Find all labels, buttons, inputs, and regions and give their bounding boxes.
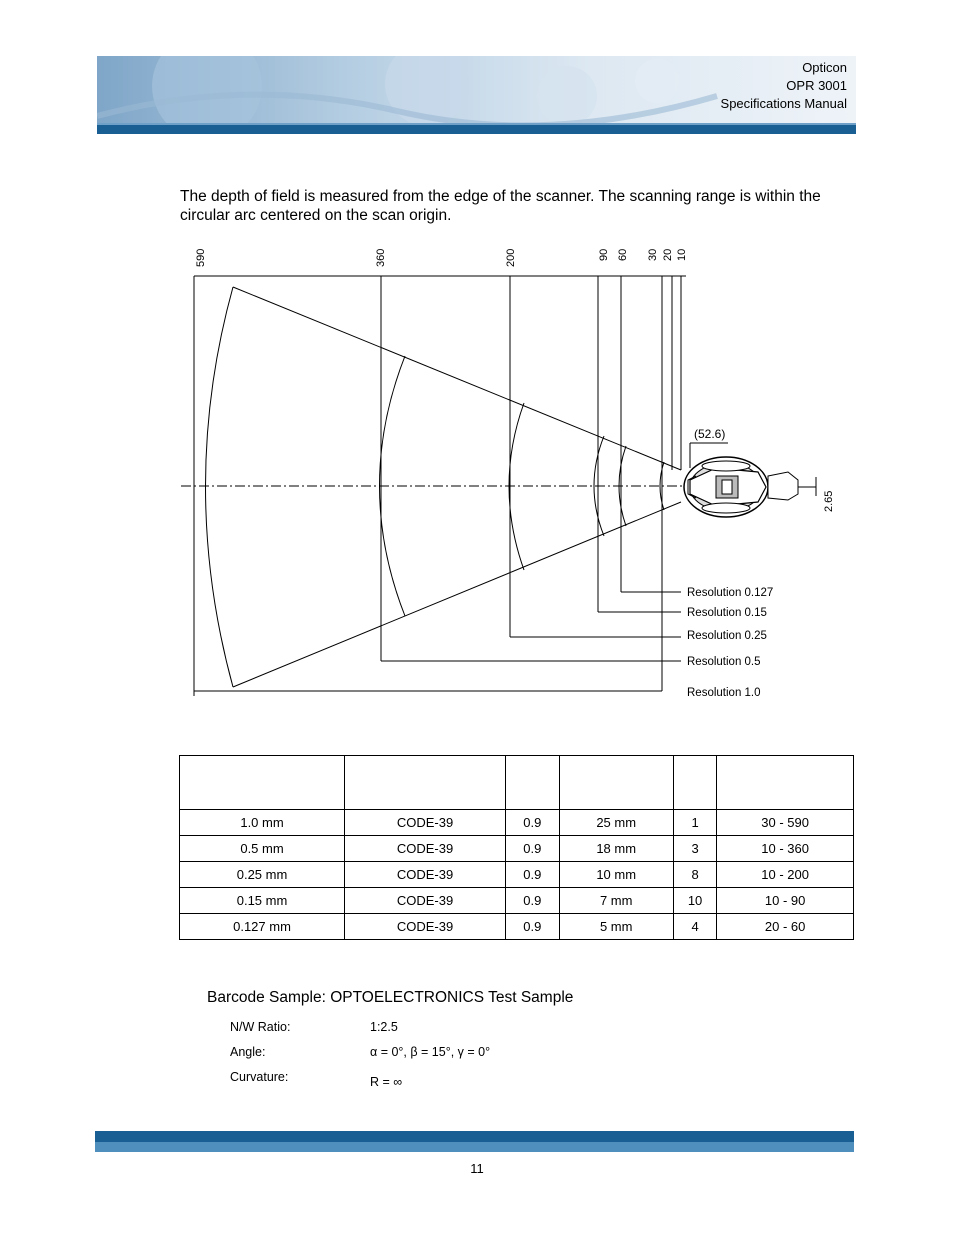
scanner-icon (683, 456, 817, 518)
nw-ratio-label: N/W Ratio: (230, 1020, 291, 1034)
table-row: 1.0 mm CODE-39 0.9 25 mm 1 30 - 590 (178, 809, 854, 836)
table-cell: 10 - 360 (716, 835, 854, 862)
table-cell: 3 (672, 835, 718, 862)
table-cell: 18 mm (558, 835, 674, 862)
table-cell: CODE-39 (344, 887, 507, 914)
table-cell: 1.0 mm (178, 809, 346, 836)
distance-label-10: 10 (676, 249, 688, 261)
table-cell: 25 mm (558, 809, 674, 836)
table-row: 0.15 mm CODE-39 0.9 7 mm 10 10 - 90 (178, 887, 854, 914)
table-cell: 0.25 mm (178, 861, 346, 888)
arc-360 (379, 355, 406, 617)
resolution-label-10: Resolution 1.0 (687, 687, 761, 699)
table-row: 0.127 mm CODE-39 0.9 5 mm 4 20 - 60 (178, 913, 854, 940)
angle-label: Angle: (230, 1045, 266, 1059)
scan-range-diagram: (52.6) 2.65 590 360 200 90 60 30 20 10 R… (181, 249, 835, 699)
banner-stripe (97, 125, 856, 134)
offset-label: 2.65 (823, 491, 835, 512)
table-cell: 0.9 (505, 835, 560, 862)
table-header-cell (178, 755, 346, 810)
distance-label-200: 200 (505, 249, 517, 267)
footer-stripe-light (95, 1142, 854, 1152)
curvature-label: Curvature: (230, 1070, 289, 1084)
table-cell: 8 (672, 861, 718, 888)
banner-decoration (97, 56, 718, 134)
resolution-table: 1.0 mm CODE-39 0.9 25 mm 1 30 - 590 0.5 … (178, 755, 854, 940)
table-header-cell (344, 755, 507, 810)
table-header-cell (505, 755, 560, 810)
barcode-sample-title: Barcode Sample: OPTOELECTRONICS Test Sam… (207, 989, 574, 1006)
arc-90 (593, 435, 605, 537)
table-cell: 0.127 mm (178, 913, 346, 940)
intro-paragraph: The depth of field is measured from the … (180, 188, 821, 224)
table-cell: 4 (672, 913, 718, 940)
header-product: OPR 3001 (786, 78, 847, 93)
distance-label-590: 590 (195, 249, 207, 267)
distance-label-30: 30 (647, 249, 659, 261)
table-cell: 10 - 200 (716, 861, 854, 888)
table-cell: 0.9 (505, 861, 560, 888)
distance-label-60: 60 (617, 249, 629, 261)
resolution-label-05: Resolution 0.5 (687, 656, 761, 668)
resolution-label-015: Resolution 0.15 (687, 607, 767, 619)
page-number: 11 (470, 1161, 484, 1176)
table-cell: CODE-39 (344, 913, 507, 940)
table-cell: 10 - 90 (716, 887, 854, 914)
table-cell: CODE-39 (344, 835, 507, 862)
curvature-value: R = ∞ (370, 1075, 403, 1089)
table-header-cell (558, 755, 674, 810)
banner-stripe-light (97, 123, 856, 125)
table-row: 0.5 mm CODE-39 0.9 18 mm 3 10 - 360 (178, 835, 854, 862)
table-cell: 10 (672, 887, 718, 914)
table-cell: 0.9 (505, 913, 560, 940)
table-cell: 0.15 mm (178, 887, 346, 914)
header-document: Specifications Manual (720, 96, 847, 111)
table-cell: 20 - 60 (716, 913, 854, 940)
resolution-label-0127: Resolution 0.127 (687, 587, 773, 599)
wedge-upper (232, 286, 682, 471)
footer-bar (95, 1131, 854, 1152)
wedge-lower (232, 501, 682, 688)
table-cell: CODE-39 (344, 809, 507, 836)
distance-label-90: 90 (598, 249, 610, 261)
angle-label: (52.6) (694, 427, 725, 441)
distance-label-20: 20 (662, 249, 674, 261)
header-text: Opticon OPR 3001 Specifications Manual (721, 59, 847, 113)
table-header-cell (716, 755, 854, 810)
arc-590 (205, 286, 234, 688)
table-cell: 1 (672, 809, 718, 836)
distance-label-360: 360 (375, 249, 387, 267)
table-cell: CODE-39 (344, 861, 507, 888)
table-cell: 0.9 (505, 887, 560, 914)
header-company: Opticon (802, 60, 847, 75)
table-header-cell (672, 755, 718, 810)
header-banner: Opticon OPR 3001 Specifications Manual (97, 56, 856, 134)
angle-value: α = 0°, β = 15°, γ = 0° (370, 1045, 491, 1059)
table-cell: 0.5 mm (178, 835, 346, 862)
nw-ratio-value: 1:2.5 (370, 1020, 398, 1034)
table-cell: 7 mm (558, 887, 674, 914)
arc-60 (618, 445, 627, 527)
footer-stripe-dark (95, 1131, 854, 1142)
table-header-row (178, 755, 854, 810)
resolution-label-025: Resolution 0.25 (687, 630, 767, 642)
arc-200 (508, 402, 525, 571)
table-cell: 0.9 (505, 809, 560, 836)
table-cell: 30 - 590 (716, 809, 854, 836)
table-cell: 10 mm (558, 861, 674, 888)
arc-30 (659, 461, 665, 511)
table-cell: 5 mm (558, 913, 674, 940)
table-row: 0.25 mm CODE-39 0.9 10 mm 8 10 - 200 (178, 861, 854, 888)
